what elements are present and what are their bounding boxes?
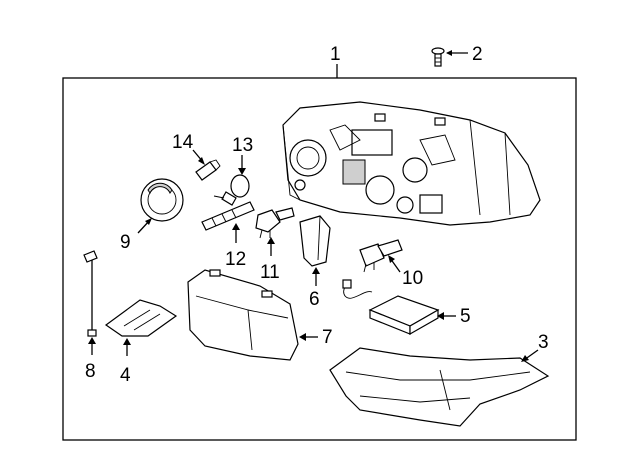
- svg-text:10: 10: [402, 268, 423, 289]
- callout-8[interactable]: 8: [85, 337, 96, 382]
- svg-text:7: 7: [322, 327, 333, 348]
- callout-4[interactable]: 4: [120, 338, 131, 386]
- svg-text:11: 11: [260, 262, 280, 283]
- part-5-module[interactable]: [342, 279, 440, 336]
- part-8-rod[interactable]: [83, 250, 98, 337]
- svg-text:13: 13: [232, 135, 253, 156]
- callout-5[interactable]: 5: [437, 306, 471, 327]
- svg-text:8: 8: [85, 361, 96, 382]
- callout-14[interactable]: 14: [172, 132, 205, 165]
- callout-12[interactable]: 12: [225, 223, 246, 270]
- svg-text:3: 3: [538, 332, 549, 353]
- part-14-bulb[interactable]: [195, 159, 221, 181]
- svg-text:12: 12: [225, 249, 246, 270]
- headlamp-housing[interactable]: [282, 101, 541, 226]
- assembly-frame: [62, 77, 577, 441]
- svg-text:5: 5: [460, 306, 471, 327]
- part-2-screw[interactable]: [431, 47, 445, 67]
- callout-3[interactable]: 3: [521, 332, 549, 362]
- part-10-bulb[interactable]: [359, 239, 403, 273]
- part-12-bulb[interactable]: [201, 201, 255, 231]
- callout-1[interactable]: 1: [330, 44, 341, 78]
- callout-13[interactable]: 13: [232, 135, 253, 175]
- callout-11[interactable]: 11: [260, 237, 280, 283]
- svg-text:4: 4: [120, 365, 131, 386]
- part-11-bulb[interactable]: [255, 207, 295, 239]
- part-7-lens[interactable]: [187, 269, 299, 361]
- part-3-shield[interactable]: [329, 347, 550, 427]
- part-13-bulb[interactable]: [213, 174, 250, 206]
- svg-text:1: 1: [330, 44, 341, 65]
- svg-text:2: 2: [472, 44, 483, 65]
- callout-2[interactable]: 2: [446, 44, 483, 65]
- svg-text:9: 9: [120, 232, 131, 253]
- svg-text:14: 14: [172, 132, 194, 153]
- callout-10[interactable]: 10: [388, 255, 423, 289]
- callout-9[interactable]: 9: [120, 218, 152, 253]
- part-4-bracket[interactable]: [104, 299, 178, 337]
- part-6-bracket[interactable]: [299, 215, 331, 267]
- svg-text:6: 6: [309, 289, 320, 310]
- part-9-cap[interactable]: [140, 178, 184, 222]
- callout-7[interactable]: 7: [299, 327, 333, 348]
- callout-6[interactable]: 6: [309, 267, 320, 310]
